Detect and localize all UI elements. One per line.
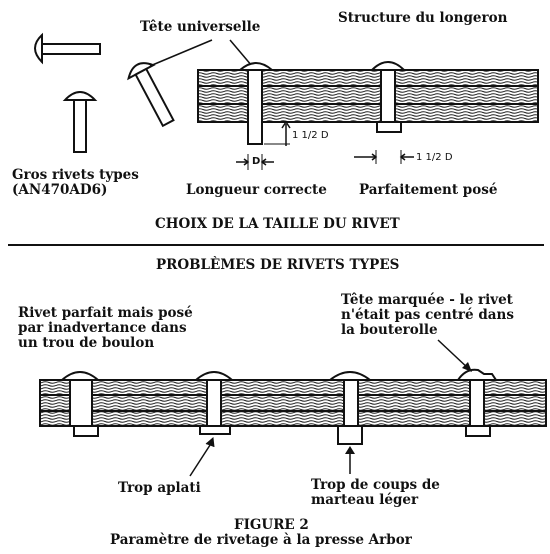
bolt-hole-label-line3: un trou de boulon [18, 335, 155, 351]
pointer-too-many-blows [345, 446, 355, 474]
too-many-blows-line1: Trop de coups de [311, 477, 440, 493]
marked-head-label-line3: la bouterolle [341, 322, 438, 338]
perfect-set-label: Parfaitement posé [359, 182, 498, 198]
big-rivets-label-line1: Gros rivets types [12, 167, 139, 183]
figure-caption: Paramètre de rivetage à la presse Arbor [110, 532, 412, 548]
section2-title: PROBLÈMES DE RIVETS TYPES [156, 257, 400, 273]
pointer-to-loose-head [149, 39, 213, 67]
bolt-hole-label-line2: par inadvertance dans [18, 320, 187, 336]
bottom-spar-plates [39, 379, 547, 427]
bolt-hole-label-line1: Rivet parfait mais posé [18, 305, 193, 321]
section1-title: CHOIX DE LA TAILLE DU RIVET [155, 216, 400, 232]
rivet-too-many-blows [327, 371, 373, 445]
marked-head-label-line1: Tête marquée - le rivet [341, 292, 513, 308]
big-rivets-label-line2: (AN470AD6) [12, 182, 108, 198]
marked-head-label-line2: n'était pas centré dans [341, 307, 514, 323]
rivet-in-bolt-hole [59, 371, 101, 437]
structure-label: Structure du longeron [338, 10, 508, 26]
too-many-blows-line2: marteau léger [311, 492, 419, 508]
figure-number: FIGURE 2 [234, 517, 309, 533]
universal-head-label: Tête universelle [140, 19, 261, 35]
dim-vertical-text: 1 1/2 D [292, 130, 329, 141]
correct-length-label: Longueur correcte [186, 182, 327, 198]
rivet-correct-length [237, 62, 275, 145]
loose-rivet-horizontal [34, 32, 101, 65]
dim-D-horizontal [236, 154, 274, 170]
dim-D-text: D [252, 156, 261, 167]
rivet-marked-head [456, 368, 498, 437]
loose-rivet-vertical [62, 91, 98, 153]
rivet-perfectly-set [369, 61, 407, 133]
too-flat-label: Trop aplati [118, 480, 201, 496]
loose-rivet-tilted [127, 62, 175, 128]
pointer-too-flat [189, 437, 215, 477]
dim-length-vertical [264, 120, 291, 146]
rivet-too-flat [193, 371, 235, 435]
pointer-marked-head [437, 339, 472, 372]
dim-set-width [354, 150, 414, 164]
pointer-to-set-head [229, 39, 253, 67]
dim-set-width-text: 1 1/2 D [416, 152, 453, 163]
